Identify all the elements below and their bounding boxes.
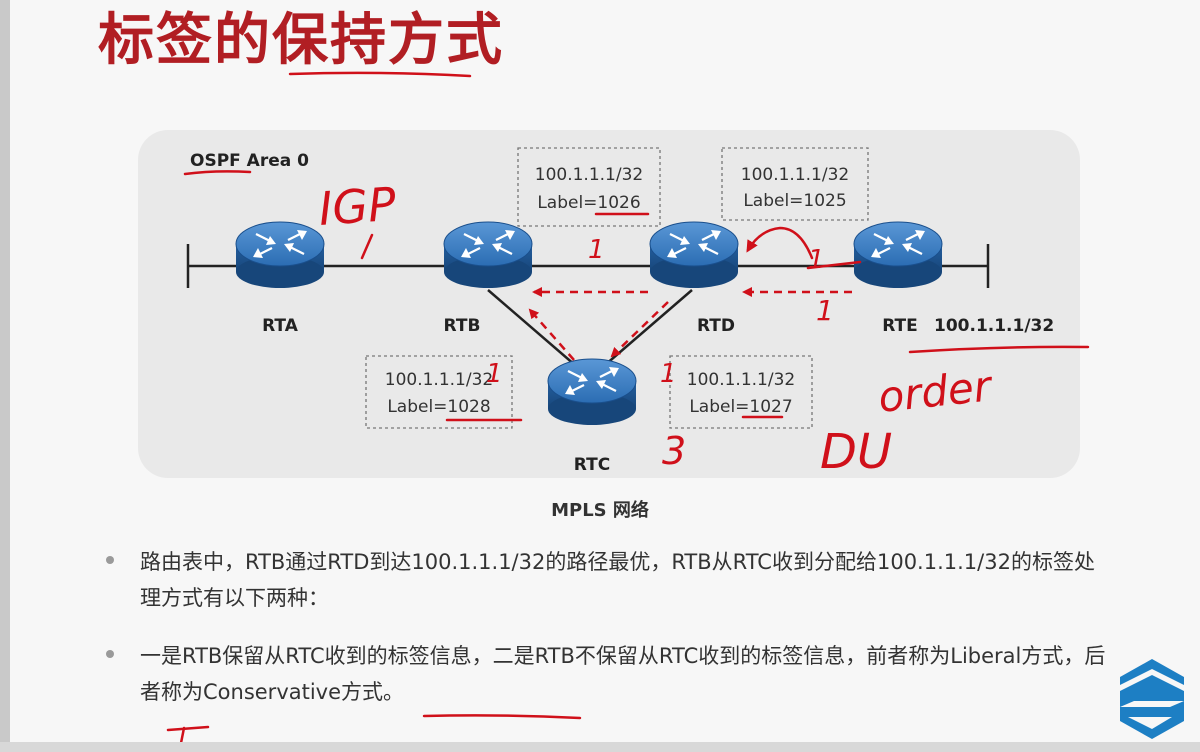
label-box-rtb-prefix: 100.1.1.1/32 [535, 165, 643, 185]
left-edge-strip [0, 0, 10, 752]
area-label: OSPF Area 0 [190, 151, 309, 171]
label-box-rtc-to-rtd: 100.1.1.1/32 Label=1027 [669, 355, 813, 429]
bullet-dot [106, 650, 114, 658]
label-advertise-arrows [528, 287, 852, 361]
bullet-list: 路由表中，RTB通过RTD到达100.1.1.1/32的路径最优，RTB从RTC… [104, 544, 1114, 732]
hand-two: 1 [808, 245, 825, 275]
hand-du: DU [820, 424, 892, 480]
hand-three: 3 [662, 429, 686, 473]
router-rtd: RTD [648, 220, 740, 336]
label-box-rtc-to-rtb-label: Label=1028 [387, 397, 490, 417]
router-rta: RTA [234, 220, 326, 336]
label-box-rtd: 100.1.1.1/32 Label=1025 [721, 147, 869, 221]
label-box-rtc-to-rtb-prefix: 100.1.1.1/32 [385, 370, 493, 390]
router-name-rtd: RTD [697, 316, 735, 336]
router-rtc: RTC [546, 357, 638, 475]
router-name-rtb: RTB [444, 316, 481, 336]
bullet-item: 一是RTB保留从RTC收到的标签信息，二是RTB不保留从RTC收到的标签信息，前… [104, 638, 1114, 710]
page-title: 标签的保持方式 [98, 8, 504, 73]
router-rtb: RTB [442, 220, 534, 336]
bullet-text: 一是RTB保留从RTC收到的标签信息，二是RTB不保留从RTC收到的标签信息，前… [140, 644, 1106, 704]
router-name-rta: RTA [262, 316, 299, 336]
hand-one-a: 1 [588, 235, 605, 265]
label-box-rtb: 100.1.1.1/32 Label=1026 [517, 147, 661, 227]
hand-one-c: 1 [486, 359, 503, 389]
label-box-rtc-to-rtd-prefix: 100.1.1.1/32 [687, 370, 795, 390]
router-name-rtc: RTC [574, 455, 610, 475]
label-box-rtc-to-rtb: 100.1.1.1/32 Label=1028 [365, 355, 513, 429]
bottom-bar [0, 742, 1200, 752]
hand-one-d: 1 [660, 359, 677, 389]
bullet-text: 路由表中，RTB通过RTD到达100.1.1.1/32的路径最优，RTB从RTC… [140, 550, 1095, 610]
label-box-rtc-to-rtd-label: Label=1027 [689, 397, 792, 417]
hand-igp: IGP [317, 177, 398, 236]
hand-one-b: 1 [816, 294, 834, 327]
brand-logo-icon [1120, 659, 1184, 739]
bullet-item: 路由表中，RTB通过RTD到达100.1.1.1/32的路径最优，RTB从RTC… [104, 544, 1114, 616]
handwritten-text: IGP order DU 1 1 1 1 1 3 [317, 177, 996, 480]
router-name-rte: RTE [882, 316, 918, 336]
hand-order: order [876, 361, 996, 422]
diagram-caption: MPLS 网络 [551, 500, 649, 521]
label-box-rtd-label: Label=1025 [743, 191, 846, 211]
handwritten-annotations [166, 71, 1090, 750]
label-box-rtd-prefix: 100.1.1.1/32 [741, 165, 849, 185]
rte-prefix: 100.1.1.1/32 [934, 316, 1054, 336]
label-box-rtb-label: Label=1026 [537, 193, 640, 213]
router-rte: RTE [852, 220, 944, 336]
bullet-dot [106, 556, 114, 564]
